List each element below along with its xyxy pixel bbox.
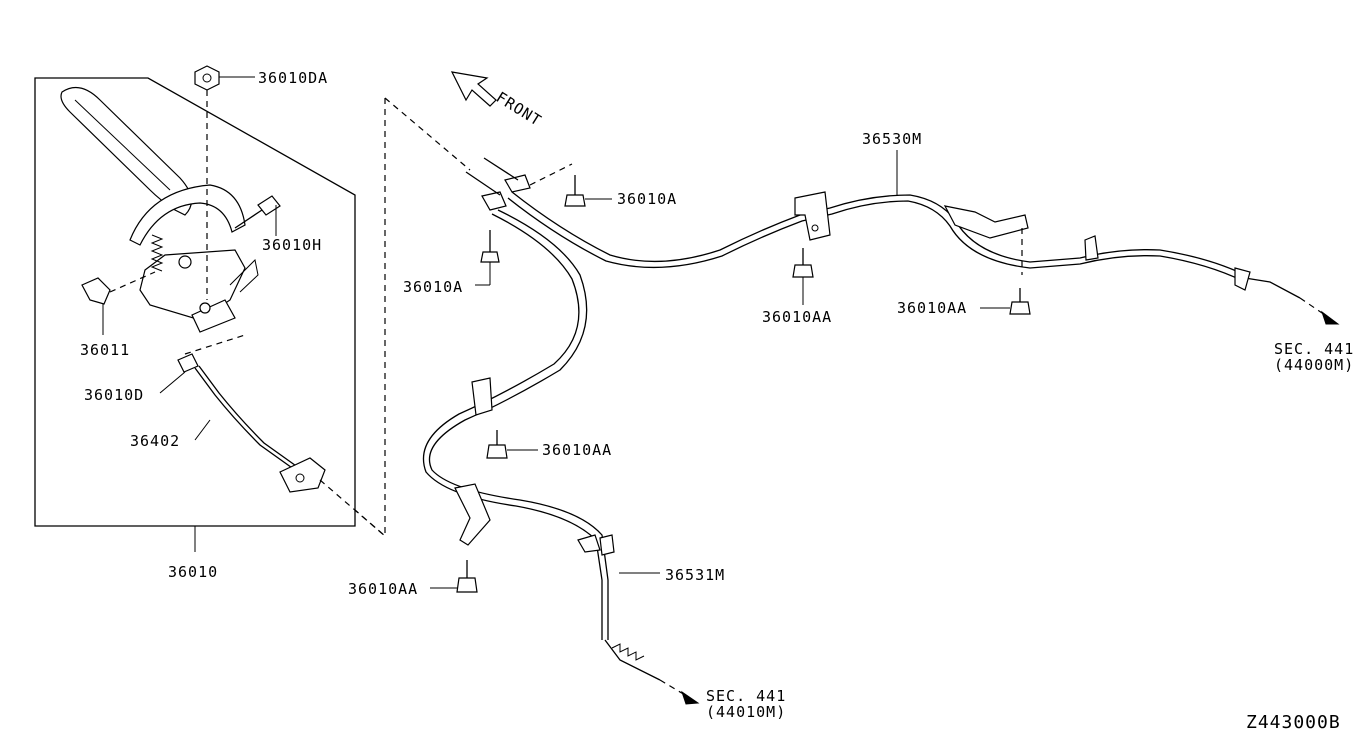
callout-36010AA-right: 36010AA [897,299,967,317]
bolt-36010H [234,195,281,236]
lever-assembly-inset [34,77,471,552]
front-label: FRONT [493,88,545,130]
callout-36530M: 36530M [862,130,922,148]
rear-cable-36530M [507,150,1340,325]
bolt-36010A-left [475,230,500,286]
callout-36010AA-center: 36010AA [542,441,612,459]
callout-36010A-top: 36010A [617,190,677,208]
callout-36010: 36010 [168,563,218,581]
parking-brake-lever [60,86,259,333]
bolt-36010AA-mid [792,248,814,305]
callout-36011: 36011 [80,341,130,359]
callout-36010H: 36010H [262,236,322,254]
callout-36010D: 36010D [84,386,144,404]
front-direction-arrow [450,71,497,107]
sec-ref-right-line1: SEC. 441 [1274,340,1354,358]
sec-ref-bottom-line1: SEC. 441 [706,687,786,705]
sec-ref-right-line2: (44000M) [1274,356,1354,374]
sec-ref-bottom-line2: (44010M) [706,703,786,721]
bolt-36010AA-center [486,430,538,459]
bolt-36010AA-right [980,288,1031,315]
bolt-36010AA-bottom [430,560,478,593]
callout-36010DA: 36010DA [258,69,328,87]
switch-36011 [81,271,156,335]
front-cable-36402 [159,334,386,537]
callout-36010AA-bottom: 36010AA [348,580,418,598]
callout-36531M: 36531M [665,566,725,584]
catalog-code: Z443000B [1246,712,1341,733]
rear-cable-36531M [422,157,700,705]
nut-36010DA [194,65,255,300]
bolt-36010A-top [564,175,612,207]
callout-36010AA-mid: 36010AA [762,308,832,326]
callout-36010A-left: 36010A [403,278,463,296]
callout-36402: 36402 [130,432,180,450]
